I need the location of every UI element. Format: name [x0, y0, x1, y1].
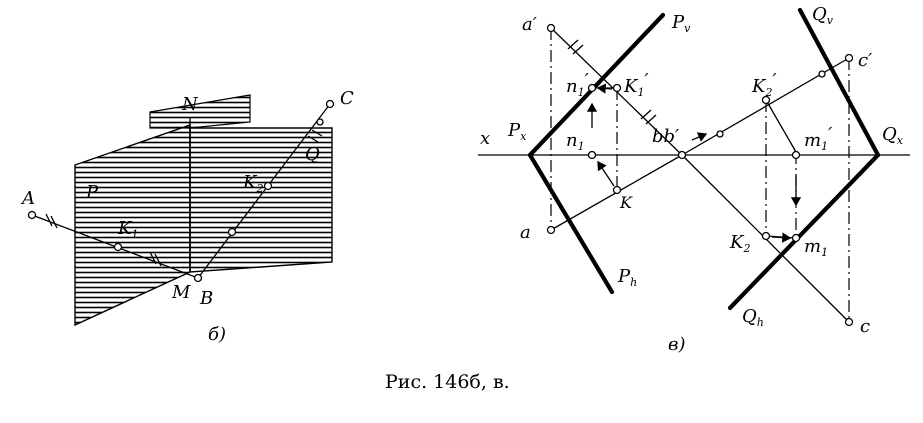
- label-n1: n1: [566, 130, 585, 153]
- tick-marks-left: [45, 129, 323, 267]
- point-cprime-mark: [818, 70, 826, 78]
- label-m: M: [171, 282, 191, 303]
- point-bb-prime: [677, 150, 687, 160]
- point-n1: [587, 150, 597, 160]
- label-qv: Qv: [812, 4, 834, 27]
- label-q: Q: [305, 144, 320, 165]
- label-a: A: [20, 188, 35, 209]
- point-k2-prime: [761, 95, 771, 105]
- left-figure: A B C M N P Q K1 K2 б): [20, 88, 354, 345]
- point-a-prime: [546, 23, 556, 33]
- arrow-k1p-to-n1p: [596, 83, 613, 94]
- label-k2: K2: [729, 232, 750, 255]
- label-k: K: [619, 193, 633, 212]
- label-c: c: [860, 316, 870, 337]
- arrow-k-to-n1: [597, 160, 615, 187]
- label-n1-prime: n1′: [566, 70, 589, 99]
- point-bc-mark: [716, 130, 724, 138]
- label-a: a: [520, 222, 531, 243]
- label-ph: Ph: [617, 266, 637, 289]
- line-k2p-m1p: [765, 99, 797, 153]
- label-m1: m1: [804, 236, 828, 259]
- label-k1: K1: [117, 218, 138, 241]
- point-k1: [113, 242, 123, 252]
- label-pv: Pv: [671, 12, 691, 35]
- point-a: [27, 210, 37, 220]
- axis-x-label: x: [480, 128, 490, 149]
- arrow-k2-to-m1: [771, 232, 792, 243]
- label-px: Px: [507, 120, 527, 143]
- trace-ph: [527, 152, 615, 295]
- label-p: P: [85, 182, 99, 203]
- point-c-horizontal: [844, 317, 854, 327]
- label-n: N: [181, 94, 199, 115]
- arrow-b-right: [691, 132, 708, 142]
- label-k1-prime: K1′: [623, 70, 649, 99]
- label-bb-prime: bb′: [652, 126, 679, 147]
- label-c-prime: c′: [858, 50, 872, 71]
- line-bc: [197, 103, 331, 279]
- point-k: [612, 185, 622, 195]
- point-b: [193, 273, 203, 283]
- point-bc-mid: [227, 227, 237, 237]
- point-k1-prime: [612, 83, 622, 93]
- label-k2: K2: [242, 172, 263, 195]
- label-qh: Qh: [742, 306, 764, 329]
- label-k2-prime: K2′: [751, 70, 777, 99]
- label-b: B: [199, 288, 213, 309]
- point-a-horizontal: [546, 225, 556, 235]
- figure-caption: Рис. 146б, в.: [385, 371, 510, 393]
- point-c-prime: [844, 53, 854, 63]
- point-c: [325, 99, 335, 109]
- point-k2: [263, 181, 273, 191]
- tick-marks-right: [567, 39, 657, 125]
- trace-qv: [797, 7, 881, 158]
- label-qx: Qx: [882, 124, 904, 147]
- right-figure: x: [478, 4, 910, 355]
- label-m1-prime: m1′: [804, 124, 832, 153]
- point-n1-prime: [587, 83, 597, 93]
- trace-qh: [727, 152, 881, 311]
- label-c: C: [340, 88, 354, 109]
- point-m1-prime: [791, 150, 801, 160]
- point-m1: [791, 233, 801, 243]
- subfigure-label-v: в): [668, 334, 686, 355]
- subfigure-label-b: б): [208, 324, 226, 345]
- point-bc-upper: [316, 118, 324, 126]
- trace-pv: [527, 12, 666, 158]
- plane-q-top-strip: [149, 94, 251, 129]
- point-k2: [761, 231, 771, 241]
- label-a-prime: a′: [522, 14, 537, 35]
